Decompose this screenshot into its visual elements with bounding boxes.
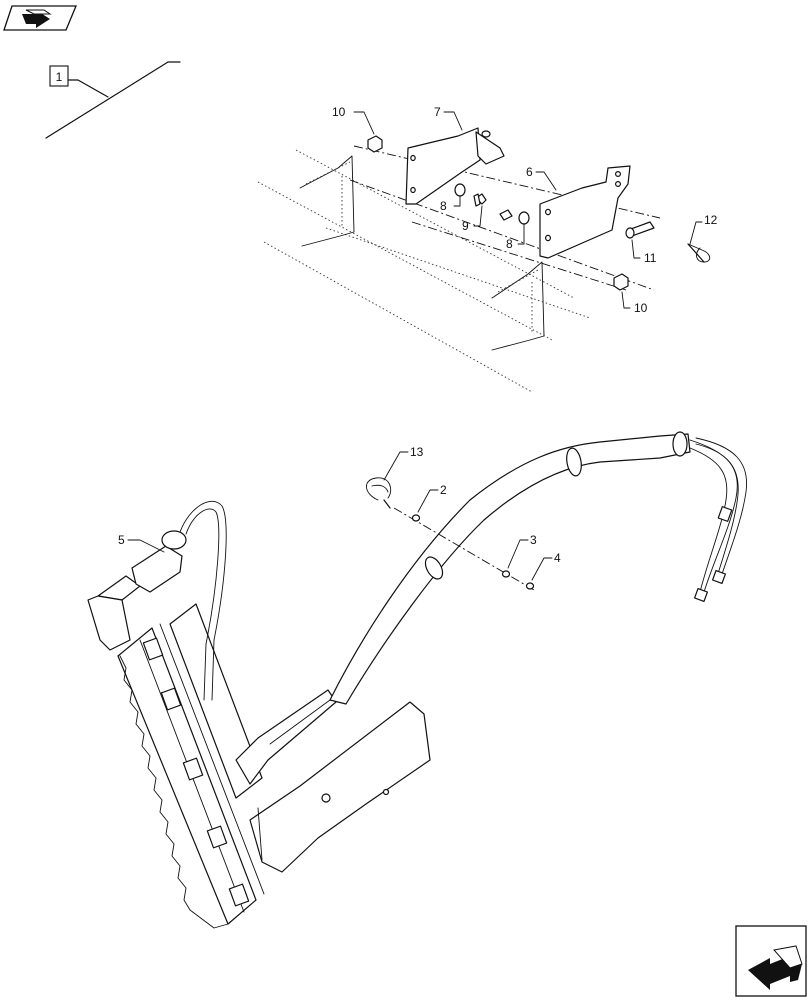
svg-text:5: 5 — [118, 533, 125, 547]
back-arrow-icon — [22, 9, 52, 28]
part-10-nut-bottom[interactable] — [613, 273, 629, 291]
callout-12: 12 — [689, 213, 718, 245]
svg-text:10: 10 — [634, 301, 648, 315]
assembly-ref-label: 1 — [56, 70, 63, 84]
svg-text:9: 9 — [462, 219, 469, 233]
callout-10-bottom: 10 — [621, 291, 648, 315]
assembly-reference[interactable]: 1 — [45, 61, 181, 139]
part-8-washer-bottom[interactable] — [518, 211, 530, 225]
part-6-bracket[interactable] — [539, 165, 631, 259]
back-navigation-button[interactable] — [3, 5, 77, 31]
svg-text:13: 13 — [410, 445, 424, 459]
callout-2: 2 — [417, 483, 447, 513]
svg-text:6: 6 — [526, 165, 533, 179]
callout-11: 11 — [631, 239, 657, 265]
part-8-washer-top[interactable] — [454, 183, 466, 197]
part-13-hose-clip[interactable] — [366, 477, 392, 509]
forward-arrow-icon — [748, 945, 803, 990]
part-7-bracket[interactable] — [405, 127, 505, 205]
svg-text:4: 4 — [554, 551, 561, 565]
part-5-sickle-bar[interactable] — [87, 530, 431, 929]
part-9-bolt-b[interactable] — [499, 209, 513, 221]
callout-8-bottom: 8 — [506, 223, 525, 251]
svg-text:12: 12 — [704, 213, 718, 227]
callout-6: 6 — [526, 165, 557, 191]
callout-7: 7 — [434, 105, 463, 131]
callout-13: 13 — [383, 445, 424, 481]
hydraulic-hose-bundle[interactable] — [179, 431, 748, 745]
forward-navigation-button[interactable] — [735, 925, 807, 997]
callout-9: 9 — [462, 205, 483, 233]
part-11-pin[interactable] — [625, 221, 655, 239]
callout-3: 3 — [507, 533, 537, 569]
part-3-washer[interactable] — [501, 570, 511, 578]
part-4-nut[interactable] — [525, 582, 535, 590]
callout-4: 4 — [531, 551, 561, 581]
header-rail — [257, 149, 591, 393]
svg-text:11: 11 — [644, 251, 657, 265]
svg-text:8: 8 — [440, 199, 447, 213]
callout-10-top: 10 — [332, 105, 375, 135]
svg-text:8: 8 — [506, 237, 513, 251]
part-12-lynch-pin[interactable] — [687, 243, 711, 263]
callout-5: 5 — [118, 533, 165, 553]
svg-text:2: 2 — [440, 483, 447, 497]
part-9-bolt[interactable] — [473, 193, 487, 207]
part-10-nut-top[interactable] — [367, 135, 383, 153]
callout-8-top: 8 — [440, 195, 461, 213]
part-2-nut[interactable] — [411, 514, 421, 522]
svg-text:3: 3 — [530, 533, 537, 547]
svg-text:10: 10 — [332, 105, 346, 119]
svg-text:7: 7 — [434, 105, 441, 119]
